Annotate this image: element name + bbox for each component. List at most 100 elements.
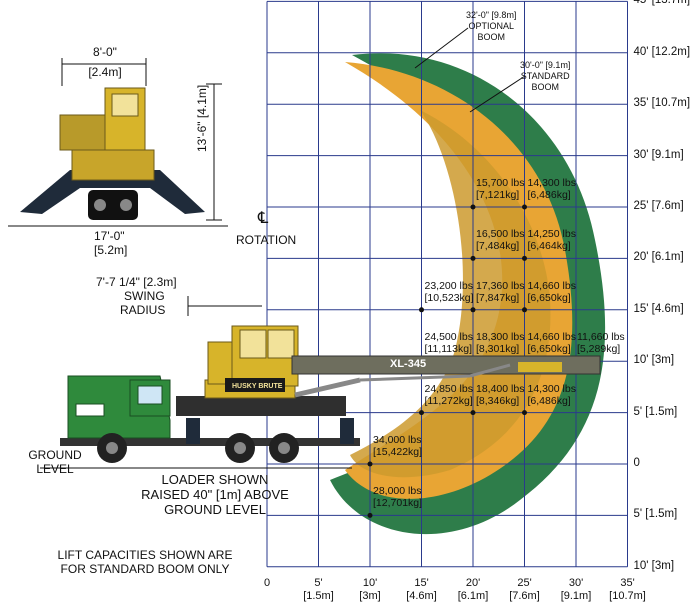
capacity-point — [367, 512, 373, 518]
capacity-label: 14,300 lbs[6,486kg] — [528, 383, 576, 407]
capacity-lbs: 14,300 lbs — [527, 382, 576, 395]
x-axis-label-ft: 20' — [465, 577, 481, 589]
capacity-lbs: 14,660 lbs — [527, 331, 576, 344]
loader-note: LOADER SHOWN RAISED 40" [1m] ABOVE GROUN… — [141, 472, 289, 517]
y-axis-label: 5' [1.5m] — [633, 405, 678, 418]
y-axis-label: 45' [13.7m] — [633, 0, 691, 7]
x-axis-label: 20'[6.1m] — [453, 577, 493, 603]
capacity-point — [522, 204, 527, 210]
ground-level-label: GROUND LEVEL — [28, 448, 82, 476]
front-width-top: 8'-0" — [93, 45, 117, 59]
capacity-lbs: 28,000 lbs — [373, 485, 422, 498]
capacity-kg: [6,650kg] — [527, 343, 571, 356]
capacity-kg: [5,289kg] — [577, 343, 621, 356]
capacity-label: 28,000 lbs[12,701kg] — [373, 485, 422, 509]
capacity-lbs: 18,300 lbs — [476, 331, 525, 344]
capacity-point — [522, 307, 527, 313]
capacity-lbs: 18,400 lbs — [476, 382, 525, 395]
capacity-label: 14,660 lbs[6,650kg] — [528, 280, 576, 304]
capacity-label: 14,300 lbs[6,486kg] — [528, 177, 576, 201]
x-axis-label: 5'[1.5m] — [299, 577, 339, 603]
capacity-kg: [10,523kg] — [424, 291, 474, 304]
rotation-label: ROTATION — [236, 233, 297, 247]
capacity-lbs: 11,660 lbs — [577, 331, 625, 344]
capacity-kg: [8,346kg] — [476, 394, 520, 407]
capacity-label: 23,200 lbs[10,523kg] — [425, 280, 474, 304]
standard-boom-leader — [469, 75, 526, 113]
x-axis-label: 10'[3m] — [350, 577, 390, 603]
capacity-label: 24,500 lbs[11,113kg] — [425, 331, 473, 355]
capacity-point — [470, 255, 476, 261]
front-width-bottom: 17'-0" — [94, 229, 125, 243]
capacity-lbs: 23,200 lbs — [424, 279, 473, 292]
y-axis-label: 20' [6.1m] — [633, 251, 684, 264]
capacity-kg: [6,486kg] — [527, 394, 571, 407]
capacity-kg: [6,650kg] — [527, 291, 571, 304]
capacity-label: 16,500 lbs[7,484kg] — [476, 228, 524, 252]
x-axis-label-ft: 35' — [620, 577, 635, 589]
x-axis-label-m: [3m] — [359, 590, 381, 602]
front-view-machine — [8, 58, 228, 227]
capacity-lbs: 24,500 lbs — [424, 331, 473, 344]
x-axis-label-m: [1.5m] — [303, 590, 334, 602]
capacity-lbs: 24,850 lbs — [424, 382, 473, 395]
front-height-dim: 13'-6" [4.1m] — [195, 84, 209, 152]
capacity-label: 18,300 lbs[8,301kg] — [476, 331, 524, 355]
capacity-kg: [6,464kg] — [527, 240, 571, 253]
capacity-kg: [11,113kg] — [424, 343, 472, 356]
capacity-label: 18,400 lbs[8,346kg] — [476, 383, 524, 407]
y-axis-label: 10' [3m] — [633, 354, 675, 367]
capacity-label: 14,250 lbs[6,464kg] — [528, 228, 576, 252]
x-axis-label: 30'[9.1m] — [556, 577, 596, 603]
x-axis-label: 35'[10.7m] — [608, 577, 648, 603]
capacity-point — [470, 410, 476, 416]
boom-model-label: XL-345 — [390, 358, 427, 370]
capacity-point — [522, 255, 527, 261]
x-axis-label-ft: 25' — [517, 577, 532, 589]
inner-capacity-area — [350, 110, 551, 478]
capacity-label: 24,850 lbs[11,272kg] — [425, 383, 473, 407]
capacity-label: 34,000 lbs[15,422kg] — [373, 434, 422, 458]
capacity-kg: [11,272kg] — [424, 394, 473, 407]
x-axis-label-m: [6.1m] — [457, 590, 489, 602]
x-axis-label-ft: 0 — [263, 577, 271, 589]
capacity-label: 14,660 lbs[6,650kg] — [528, 331, 576, 355]
x-axis-label-m: [7.6m] — [509, 590, 540, 602]
y-axis-label: 15' [4.6m] — [633, 302, 684, 315]
capacity-lbs: 14,250 lbs — [527, 228, 576, 241]
capacity-lbs: 15,700 lbs — [476, 177, 525, 189]
swing-line1: SWING — [124, 289, 165, 303]
optional-boom-leader — [414, 27, 469, 69]
capacity-label: 15,700 lbs[7,121kg] — [476, 177, 524, 201]
capacity-lbs: 34,000 lbs — [373, 434, 422, 446]
front-width-bottom-m: [5.2m] — [94, 243, 128, 257]
x-axis-label-ft: 15' — [414, 577, 429, 589]
swing-line2: RADIUS — [120, 303, 166, 317]
capacity-point — [419, 307, 424, 313]
capacity-kg: [7,484kg] — [476, 240, 520, 253]
x-axis-label: 25'[7.6m] — [505, 577, 545, 603]
x-axis-label-ft: 10' — [362, 577, 378, 589]
front-width-top-m: [2.4m] — [88, 65, 122, 79]
y-axis-label: 30' [9.1m] — [633, 148, 684, 161]
side-view-truck — [60, 325, 601, 463]
capacity-lbs: 17,360 lbs — [476, 279, 525, 292]
capacity-lbs: 16,500 lbs — [476, 228, 525, 241]
capacity-lbs: 14,660 lbs — [527, 279, 576, 292]
capacity-point — [522, 410, 527, 416]
capacity-point — [470, 307, 476, 313]
swing-dim: 7'-7 1/4" [2.3m] — [96, 275, 177, 289]
capacity-kg: [7,847kg] — [476, 291, 520, 304]
y-axis-label: 25' [7.6m] — [633, 200, 684, 212]
capacity-point — [419, 410, 424, 416]
lift-capacity-note: LIFT CAPACITIES SHOWN ARE FOR STANDARD B… — [57, 548, 233, 576]
capacity-label: 17,360 lbs[7,847kg] — [476, 280, 524, 304]
y-axis-label: 10' [3m] — [633, 559, 675, 572]
capacity-kg: [15,422kg] — [373, 446, 423, 458]
x-axis-label-ft: 30' — [568, 577, 584, 589]
x-axis-label-ft: 5' — [314, 577, 323, 589]
x-axis-label: 0 — [247, 577, 287, 590]
capacity-label: 11,660 lbs[5,289kg] — [577, 331, 625, 355]
